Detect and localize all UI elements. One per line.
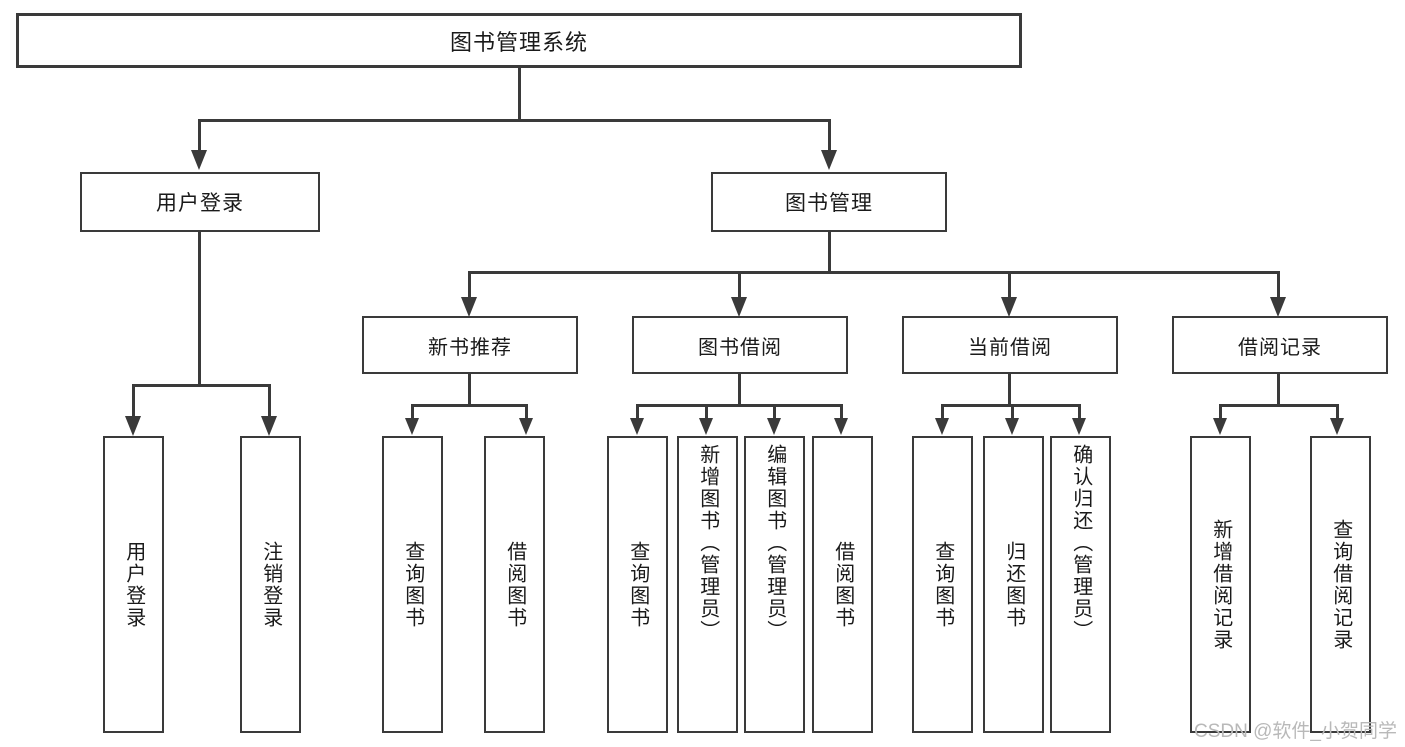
leaf-book-borrow-edit[interactable]: 编辑图书（管理员） [744, 436, 805, 733]
arrow-root-to-book-mgmt [821, 150, 837, 170]
leaf-borrow-record-add[interactable]: 新增借阅记录 [1190, 436, 1251, 733]
leaf-user-login-login[interactable]: 用户登录 [103, 436, 164, 733]
connector-book-borrow-drop-1 [636, 404, 639, 420]
connector-current-borrow-drop-3 [1078, 404, 1081, 420]
leaf-book-borrow-edit-label: 编辑图书（管理员） [763, 444, 786, 642]
connector-new-book-drop-2 [525, 404, 528, 420]
connector-user-login-drop-1 [132, 384, 135, 418]
watermark-text: CSDN @软件_小贺同学 [1194, 721, 1397, 742]
arrow-book-mgmt-to-record [1270, 297, 1286, 317]
connector-current-borrow-bus [941, 404, 1080, 407]
connector-book-mgmt-drop-1 [468, 271, 471, 299]
leaf-book-borrow-add[interactable]: 新增图书（管理员） [677, 436, 738, 733]
arrow-book-mgmt-to-borrow [731, 297, 747, 317]
arrow-book-borrow-leaf-3 [767, 418, 781, 435]
arrow-user-login-leaf-2 [261, 416, 277, 436]
connector-book-mgmt-drop-2 [738, 271, 741, 299]
leaf-user-login-logout-label: 注销登录 [259, 540, 282, 629]
connector-new-book-stem [468, 374, 471, 404]
connector-borrow-record-drop-1 [1219, 404, 1222, 420]
arrow-new-book-leaf-1 [405, 418, 419, 435]
connector-book-mgmt-drop-4 [1277, 271, 1280, 299]
connector-current-borrow-drop-1 [941, 404, 944, 420]
arrow-borrow-record-leaf-1 [1213, 418, 1227, 435]
node-current-borrow-label: 当前借阅 [968, 336, 1052, 359]
arrow-user-login-leaf-1 [125, 416, 141, 436]
node-book-borrow-label: 图书借阅 [698, 336, 782, 359]
leaf-borrow-record-query[interactable]: 查询借阅记录 [1310, 436, 1371, 733]
connector-root-bus [198, 119, 831, 122]
leaf-book-borrow-add-label: 新增图书（管理员） [696, 444, 719, 642]
leaf-current-borrow-return[interactable]: 归还图书 [983, 436, 1044, 733]
leaf-new-book-query-label: 查询图书 [401, 540, 424, 629]
node-book-management-label: 图书管理 [785, 192, 873, 215]
arrow-book-mgmt-to-current [1001, 297, 1017, 317]
connector-new-book-bus [411, 404, 528, 407]
connector-root-to-book-mgmt [828, 119, 831, 152]
node-new-book-recommend[interactable]: 新书推荐 [362, 316, 578, 374]
arrow-current-borrow-leaf-3 [1072, 418, 1086, 435]
connector-book-borrow-bus [636, 404, 843, 407]
leaf-current-borrow-query[interactable]: 查询图书 [912, 436, 973, 733]
connector-current-borrow-drop-2 [1011, 404, 1014, 420]
leaf-current-borrow-query-label: 查询图书 [931, 540, 954, 629]
connector-user-login-stem [198, 232, 201, 384]
arrow-new-book-leaf-2 [519, 418, 533, 435]
leaf-new-book-borrow[interactable]: 借阅图书 [484, 436, 545, 733]
leaf-book-borrow-borrow[interactable]: 借阅图书 [812, 436, 873, 733]
connector-book-mgmt-drop-3 [1008, 271, 1011, 299]
connector-root-to-user-login [198, 119, 201, 152]
arrow-book-borrow-leaf-1 [630, 418, 644, 435]
node-user-login[interactable]: 用户登录 [80, 172, 320, 232]
connector-borrow-record-drop-2 [1336, 404, 1339, 420]
arrow-borrow-record-leaf-2 [1330, 418, 1344, 435]
arrow-current-borrow-leaf-1 [935, 418, 949, 435]
connector-book-borrow-drop-4 [840, 404, 843, 420]
node-user-login-label: 用户登录 [156, 192, 244, 215]
leaf-user-login-logout[interactable]: 注销登录 [240, 436, 301, 733]
leaf-borrow-record-query-label: 查询借阅记录 [1329, 518, 1352, 651]
node-root[interactable]: 图书管理系统 [16, 13, 1022, 68]
node-root-label: 图书管理系统 [449, 29, 588, 55]
node-current-borrow[interactable]: 当前借阅 [902, 316, 1118, 374]
connector-user-login-bus [132, 384, 270, 387]
connector-borrow-record-stem [1277, 374, 1280, 404]
leaf-new-book-borrow-label: 借阅图书 [503, 540, 526, 629]
connector-root-stem [518, 68, 521, 119]
leaf-current-borrow-confirm-label: 确认归还（管理员） [1069, 444, 1092, 642]
arrow-root-to-user-login [191, 150, 207, 170]
arrow-book-borrow-leaf-2 [699, 418, 713, 435]
node-new-book-recommend-label: 新书推荐 [428, 336, 512, 359]
connector-borrow-record-bus [1219, 404, 1339, 407]
leaf-book-borrow-query[interactable]: 查询图书 [607, 436, 668, 733]
connector-book-borrow-stem [738, 374, 741, 404]
leaf-current-borrow-confirm[interactable]: 确认归还（管理员） [1050, 436, 1111, 733]
arrow-current-borrow-leaf-2 [1005, 418, 1019, 435]
connector-book-mgmt-stem [828, 232, 831, 271]
leaf-borrow-record-add-label: 新增借阅记录 [1209, 518, 1232, 651]
connector-book-mgmt-bus [468, 271, 1280, 274]
connector-current-borrow-stem [1008, 374, 1011, 404]
connector-book-borrow-drop-2 [705, 404, 708, 420]
node-borrow-record[interactable]: 借阅记录 [1172, 316, 1388, 374]
leaf-new-book-query[interactable]: 查询图书 [382, 436, 443, 733]
leaf-book-borrow-borrow-label: 借阅图书 [831, 540, 854, 629]
leaf-current-borrow-return-label: 归还图书 [1002, 540, 1025, 629]
arrow-book-borrow-leaf-4 [834, 418, 848, 435]
node-book-borrow[interactable]: 图书借阅 [632, 316, 848, 374]
node-book-management[interactable]: 图书管理 [711, 172, 947, 232]
connector-book-borrow-drop-3 [773, 404, 776, 420]
leaf-user-login-login-label: 用户登录 [122, 540, 145, 629]
node-borrow-record-label: 借阅记录 [1238, 336, 1322, 359]
connector-new-book-drop-1 [411, 404, 414, 420]
arrow-book-mgmt-to-new-book [461, 297, 477, 317]
leaf-book-borrow-query-label: 查询图书 [626, 540, 649, 629]
connector-user-login-drop-2 [268, 384, 271, 418]
